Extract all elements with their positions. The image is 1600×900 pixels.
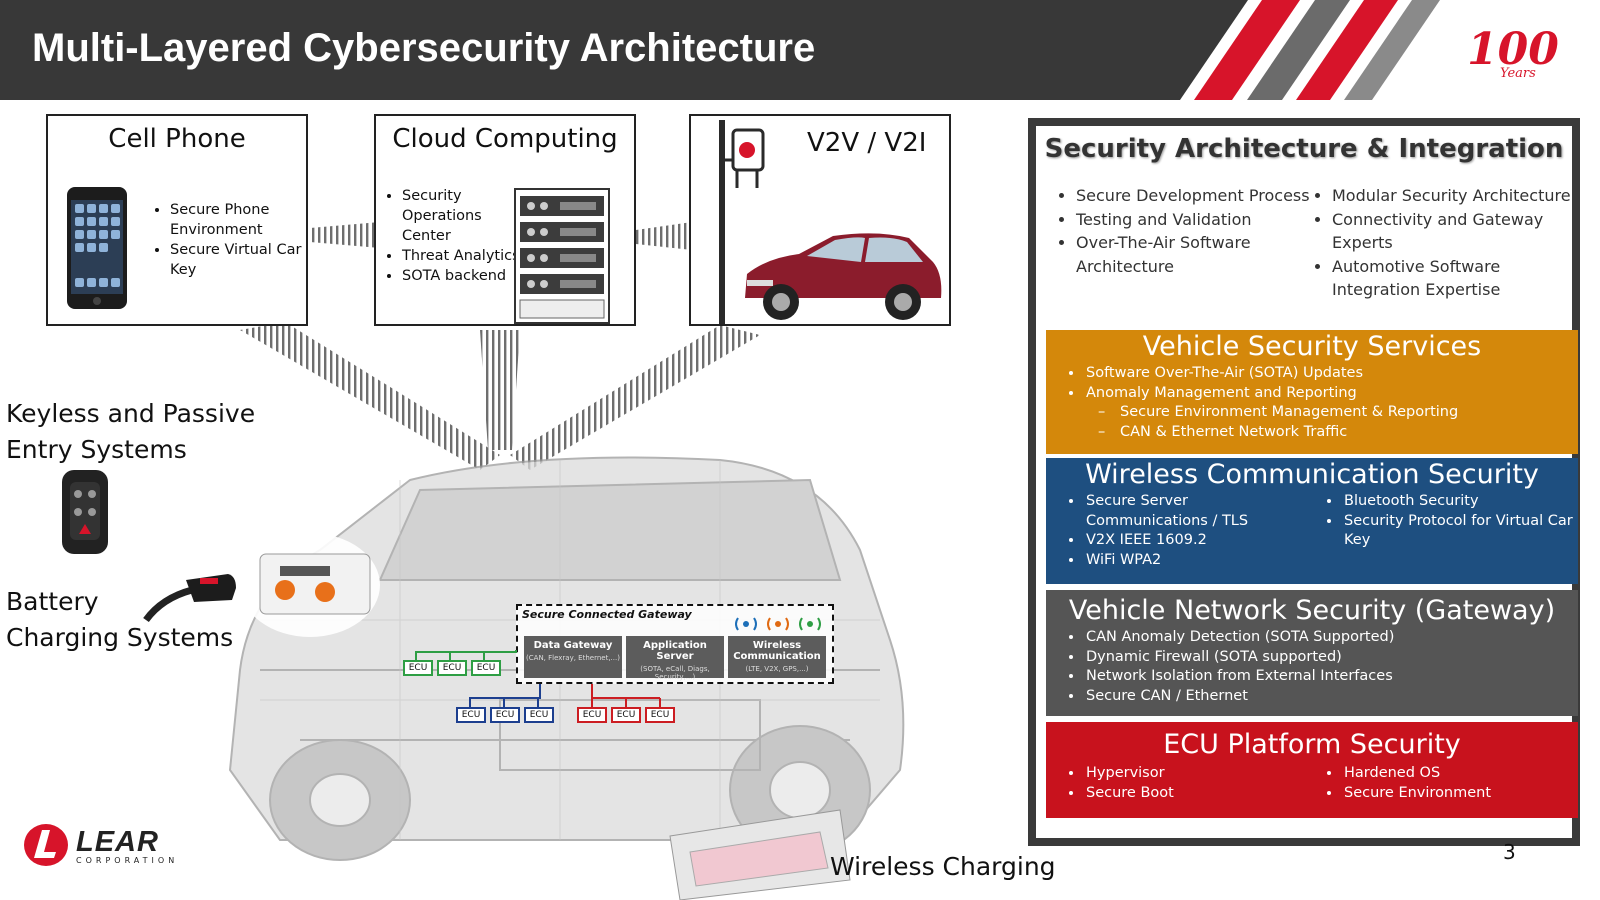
list-item: SOTA backend — [402, 266, 522, 286]
keyless-label: Keyless and Passive Entry Systems — [6, 396, 255, 468]
panel-top-list: Secure Development Process Testing and V… — [1060, 184, 1572, 302]
data-gateway-cell: Data Gateway (CAN, Flexray, Ethernet,...… — [524, 636, 622, 678]
list-item: Security Protocol for Virtual Car Key — [1342, 512, 1578, 551]
list-item: Secure Virtual Car Key — [170, 240, 310, 280]
battery-label-line2: Charging Systems — [6, 623, 234, 652]
lear-logo-icon — [24, 824, 68, 866]
signal-waves-graphic — [240, 222, 760, 470]
anniversary-years-label: Years — [1500, 66, 1536, 81]
ecu-green-2: ECU — [437, 660, 467, 676]
list-item: Hardened OS — [1342, 764, 1578, 784]
list-item: Network Isolation from External Interfac… — [1084, 667, 1578, 687]
ecu-red-3: ECU — [645, 707, 675, 723]
ecu-green-3: ECU — [471, 660, 501, 676]
v2v-title: V2V / V2I — [807, 128, 927, 158]
sub-list-item: CAN & Ethernet Network Traffic — [1118, 423, 1578, 443]
section-title: Vehicle Security Services — [1142, 331, 1482, 362]
cell-phone-box: Cell Phone Secure Phone Environment Secu… — [46, 114, 308, 326]
list-item: Software Over-The-Air (SOTA) Updates — [1084, 364, 1578, 384]
cell-phone-list: Secure Phone Environment Secure Virtual … — [154, 200, 310, 280]
list-item: Security Operations Center — [402, 186, 522, 246]
gateway-cell-name: Application Server — [643, 640, 707, 662]
list-item: Anomaly Management and Reporting — [1084, 384, 1578, 404]
vehicle-security-services-section: Vehicle Security Services Software Over-… — [1046, 330, 1578, 454]
header-stripes — [1180, 0, 1600, 100]
list-item: Connectivity and Gateway Experts — [1332, 208, 1572, 255]
gateway-cell-name: Wireless Communication — [733, 640, 821, 662]
cloud-list: Security Operations Center Threat Analyt… — [386, 186, 522, 286]
battery-label: Battery Charging Systems — [6, 584, 233, 656]
secure-gateway-box: Secure Connected Gateway Data Gateway (C… — [516, 604, 834, 684]
section-title: ECU Platform Security — [1163, 729, 1461, 760]
red-suv-icon — [745, 233, 942, 320]
cloud-computing-title: Cloud Computing — [392, 124, 618, 154]
list-item: Hypervisor — [1084, 764, 1312, 784]
panel-title: Security Architecture & Integration — [1044, 134, 1564, 164]
list-item: Dynamic Firewall (SOTA supported) — [1084, 648, 1578, 668]
gateway-cell-name: Data Gateway — [533, 640, 613, 651]
list-item: WiFi WPA2 — [1084, 551, 1302, 571]
list-item: Secure Server Communications / TLS — [1084, 492, 1302, 531]
wireless-charging-label: Wireless Charging — [830, 852, 1056, 881]
list-item: Automotive Software Integration Expertis… — [1332, 255, 1572, 302]
list-item: Secure Development Process — [1076, 184, 1316, 208]
list-item: Secure CAN / Ethernet — [1084, 687, 1578, 707]
ecu-green-1: ECU — [403, 660, 433, 676]
list-item: Secure Environment — [1342, 784, 1578, 804]
ecu-red-1: ECU — [577, 707, 607, 723]
vehicle-network-security-section: Vehicle Network Security (Gateway) CAN A… — [1046, 590, 1578, 716]
section-title: Vehicle Network Security (Gateway) — [1068, 595, 1556, 626]
page-number: 3 — [1503, 840, 1516, 864]
application-server-cell: Application Server (SOTA, eCall, Diags, … — [626, 636, 724, 681]
list-item: Testing and Validation — [1076, 208, 1316, 232]
ecu-platform-security-section: ECU Platform Security Hypervisor Secure … — [1046, 722, 1578, 818]
gateway-cell-sub: (LTE, V2X, GPS,...) — [745, 665, 809, 673]
battery-label-line1: Battery — [6, 587, 99, 616]
gateway-cell-sub: (SOTA, eCall, Diags, Security,...) — [640, 665, 710, 681]
keyless-label-line1: Keyless and Passive — [6, 399, 256, 428]
section-title: Wireless Communication Security — [1085, 459, 1539, 490]
list-item: Threat Analytics — [402, 246, 522, 266]
anniversary-100-logo: 100 — [1467, 24, 1559, 75]
charging-plug-icon — [143, 574, 236, 623]
ecu-blue-1: ECU — [456, 707, 486, 723]
cell-phone-title: Cell Phone — [108, 124, 246, 154]
wireless-signal-icons — [735, 617, 821, 631]
wireless-communication-section: Wireless Communication Security Secure S… — [1046, 458, 1578, 584]
page-title: Multi-Layered Cybersecurity Architecture — [32, 26, 816, 70]
gateway-cell-sub: (CAN, Flexray, Ethernet,...) — [526, 654, 620, 662]
list-item: Over-The-Air Software Architecture — [1076, 231, 1316, 278]
ecu-connection-lines — [415, 650, 661, 708]
wireless-communication-cell: Wireless Communication (LTE, V2X, GPS,..… — [728, 636, 826, 678]
ecu-blue-2: ECU — [490, 707, 520, 723]
cloud-computing-box: Cloud Computing Security Operations Cent… — [374, 114, 636, 326]
security-architecture-panel: Security Architecture & Integration Secu… — [1028, 118, 1580, 846]
ecu-red-2: ECU — [611, 707, 641, 723]
smartphone-icon — [67, 187, 127, 309]
list-item: Secure Boot — [1084, 784, 1312, 804]
list-item: Secure Phone Environment — [170, 200, 310, 240]
list-item: CAN Anomaly Detection (SOTA Supported) — [1084, 628, 1578, 648]
list-item: V2X IEEE 1609.2 — [1084, 531, 1302, 551]
gateway-title: Secure Connected Gateway — [522, 608, 692, 621]
roadside-unit-icon — [719, 120, 765, 324]
list-item: Modular Security Architecture — [1332, 184, 1572, 208]
key-fob-icon — [62, 470, 108, 554]
list-item: Bluetooth Security — [1342, 492, 1578, 512]
lear-logo-subtext: CORPORATION — [76, 856, 179, 865]
server-rack-icon — [514, 188, 610, 324]
sub-list-item: Secure Environment Management & Reportin… — [1118, 403, 1578, 423]
lear-logo-text: LEAR — [76, 826, 159, 858]
v2v-box: V2V / V2I — [689, 114, 951, 326]
keyless-label-line2: Entry Systems — [6, 435, 187, 464]
ecu-blue-3: ECU — [524, 707, 554, 723]
